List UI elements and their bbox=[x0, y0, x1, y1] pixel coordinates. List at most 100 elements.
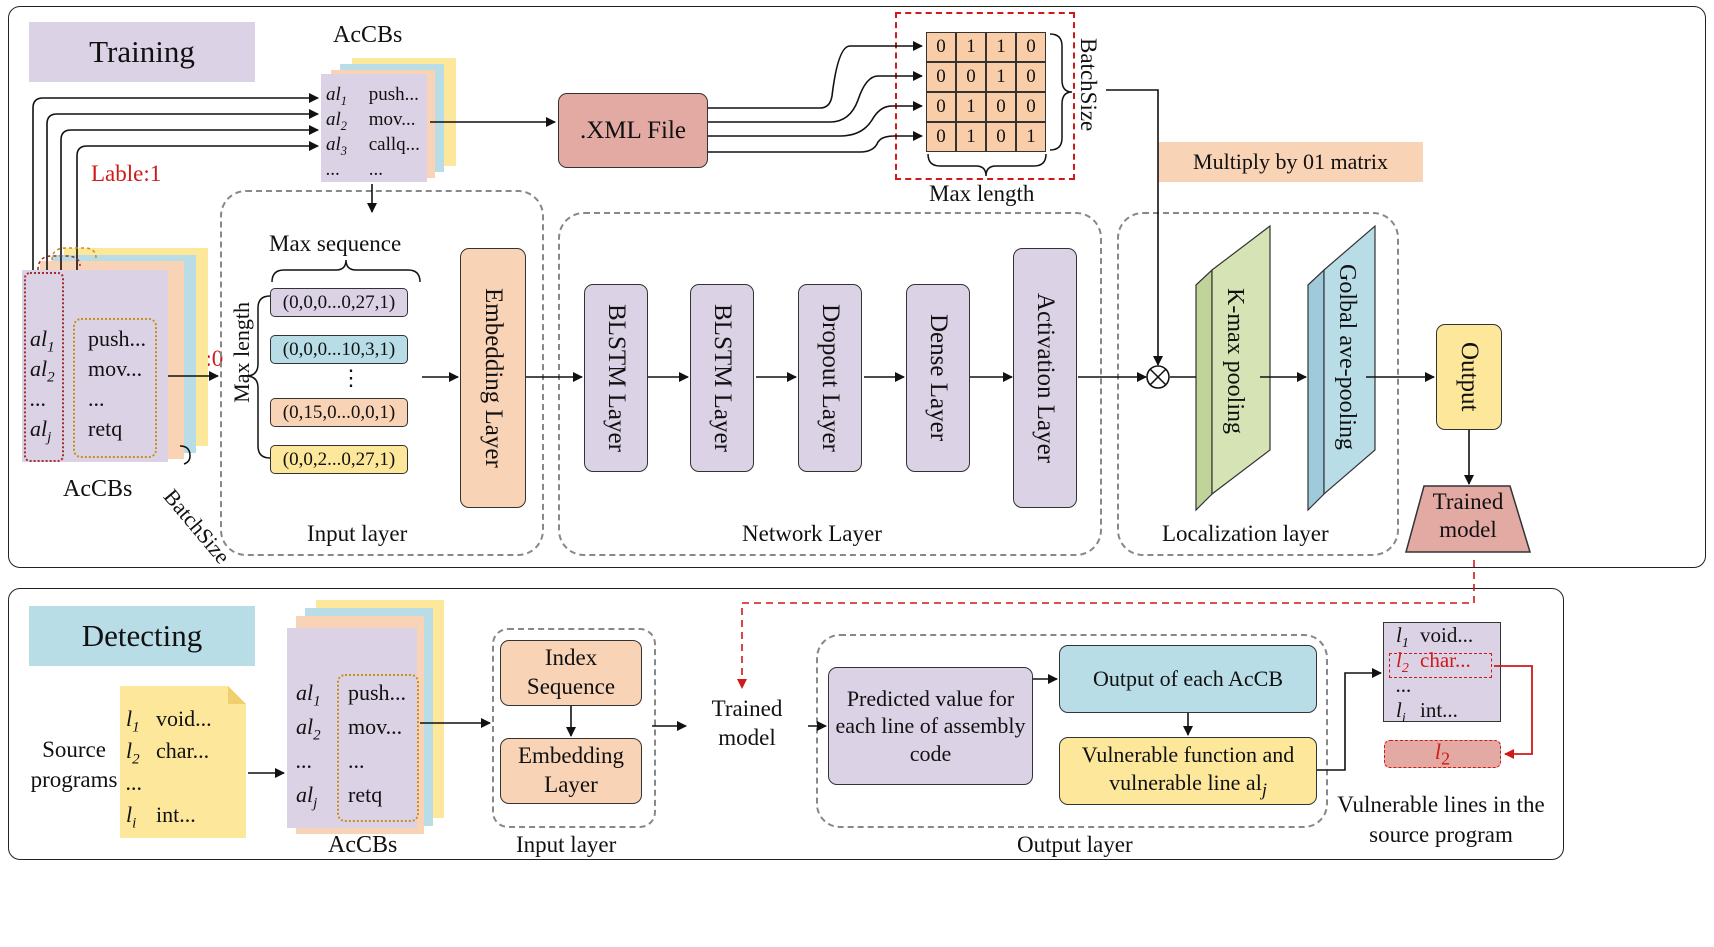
src-sub-3: i bbox=[132, 815, 137, 832]
training-tag: Training bbox=[29, 22, 255, 82]
top-accb-line-3-id: ... bbox=[326, 159, 341, 180]
matrix-cell-1-0: 0 bbox=[926, 62, 956, 92]
matrix-cell-0-2: 1 bbox=[986, 32, 1016, 62]
network-box-3: Dense Layer bbox=[906, 284, 970, 472]
top-accb-line-2: al3 callq... bbox=[326, 134, 420, 159]
matrix-cell-3-3: 1 bbox=[1016, 122, 1046, 152]
top-accbs-title: AcCBs bbox=[333, 22, 403, 48]
top-accb-line-1-code: mov... bbox=[364, 109, 416, 130]
result-id-3: li bbox=[1396, 698, 1406, 727]
source-programs-label: Source programs bbox=[30, 737, 118, 792]
sequence-2: (0,15,0...0,0,1) bbox=[270, 398, 408, 427]
top-accb-line-0-code: push... bbox=[364, 84, 419, 105]
network-layer-label: Network Layer bbox=[742, 521, 882, 546]
det-accb-code-1: mov... bbox=[348, 714, 403, 739]
network-box-1: BLSTM Layer bbox=[690, 284, 754, 472]
left-accb-sub-1: 2 bbox=[47, 369, 55, 386]
network-box-label-0: BLSTM Layer bbox=[603, 304, 630, 452]
sequence-0: (0,0,0...0,27,1) bbox=[270, 288, 408, 317]
embedding-layer-box: Embedding Layer bbox=[460, 248, 526, 508]
det-accb-id-3: alj bbox=[296, 782, 318, 812]
top-accb-line-3-code: ... bbox=[364, 159, 383, 180]
matrix-max-length-label: Max length bbox=[929, 181, 1035, 206]
src-id-0: l1 bbox=[126, 706, 140, 736]
det-accb-sub-0: 1 bbox=[313, 693, 321, 710]
det-output-layer-label: Output layer bbox=[1017, 832, 1133, 857]
det-accb-id-0: al1 bbox=[296, 680, 321, 710]
src-sub-0: 1 bbox=[132, 719, 140, 736]
input-layer-label: Input layer bbox=[307, 521, 408, 546]
output-box: Output bbox=[1436, 324, 1502, 430]
left-accb-code-1: mov... bbox=[88, 356, 143, 381]
matrix-cell-3-1: 1 bbox=[956, 122, 986, 152]
src-code-1: char... bbox=[156, 738, 210, 763]
left-sheet-front bbox=[22, 270, 168, 462]
l2-result-box: l2 bbox=[1384, 739, 1501, 768]
top-accb-line-2-sub: 3 bbox=[340, 143, 347, 158]
det-code-frame bbox=[337, 674, 419, 822]
vulnerable-fn-box: Vulnerable function and vulnerable line … bbox=[1059, 737, 1317, 805]
predicted-box: Predicted value for each line of assembl… bbox=[828, 667, 1033, 785]
left-accb-code-3: retq bbox=[88, 416, 123, 441]
top-accb-line-2-code: callq... bbox=[364, 134, 420, 155]
left-code-column-frame bbox=[73, 318, 157, 458]
matrix-cell-2-2: 0 bbox=[986, 92, 1016, 122]
matrix-cell-0-3: 0 bbox=[1016, 32, 1046, 62]
matrix-cell-2-3: 0 bbox=[1016, 92, 1046, 122]
det-accb-code-2: ... bbox=[348, 748, 365, 773]
network-box-4: Activation Layer bbox=[1013, 248, 1077, 508]
result-id-2: ... bbox=[1396, 673, 1412, 697]
left-accb-id-3: alj bbox=[30, 416, 52, 446]
matrix-cell-0-1: 1 bbox=[956, 32, 986, 62]
det-accbs-title: AcCBs bbox=[328, 832, 398, 858]
result-code-1: char... bbox=[1420, 648, 1471, 672]
network-box-0: BLSTM Layer bbox=[584, 284, 648, 472]
left-accb-id-0: al1 bbox=[30, 326, 55, 356]
sequence-3: (0,0,2...0,27,1) bbox=[270, 445, 408, 474]
top-accb-line-1-sub: 2 bbox=[340, 118, 347, 133]
det-accb-id-1: al2 bbox=[296, 714, 321, 744]
label-1: Lable:1 bbox=[91, 161, 162, 186]
network-box-label-4: Activation Layer bbox=[1032, 292, 1059, 464]
max-length-v-label: Max length bbox=[229, 302, 254, 403]
src-code-3: int... bbox=[156, 802, 196, 827]
src-id-2: ... bbox=[126, 770, 143, 795]
left-accb-id-1: al2 bbox=[30, 356, 55, 386]
detecting-tag: Detecting bbox=[29, 606, 255, 666]
matrix-cell-1-1: 0 bbox=[956, 62, 986, 92]
xml-file-box: .XML File bbox=[558, 93, 708, 168]
network-box-label-1: BLSTM Layer bbox=[709, 304, 736, 452]
det-accb-code-3: retq bbox=[348, 782, 383, 807]
multiply-label: Multiply by 01 matrix bbox=[1158, 142, 1423, 182]
src-id-1: l2 bbox=[126, 738, 140, 768]
det-accb-sub-1: 2 bbox=[313, 727, 321, 744]
top-accb-line-2-id: al3 bbox=[326, 134, 347, 158]
network-box-label-2: Dropout Layer bbox=[817, 304, 844, 452]
matrix-cell-1-2: 1 bbox=[986, 62, 1016, 92]
max-sequence-label: Max sequence bbox=[269, 231, 402, 256]
det-accb-id-2: ... bbox=[296, 748, 313, 773]
left-accb-sub-0: 1 bbox=[47, 339, 55, 356]
network-layer-frame bbox=[558, 212, 1102, 556]
network-box-label-3: Dense Layer bbox=[925, 314, 952, 442]
top-sheet-front bbox=[321, 74, 427, 182]
top-accb-line-0-id: al1 bbox=[326, 84, 347, 108]
top-accb-line-0: al1 push... bbox=[326, 84, 419, 109]
result-code-0: void... bbox=[1420, 623, 1474, 647]
matrix-cell-0-0: 0 bbox=[926, 32, 956, 62]
top-accb-line-1: al2 mov... bbox=[326, 109, 416, 134]
matrix-cell-2-1: 1 bbox=[956, 92, 986, 122]
left-accb-sub-3: j bbox=[47, 429, 52, 446]
src-code-0: void... bbox=[156, 706, 212, 731]
det-sheet-front bbox=[287, 628, 417, 828]
src-sub-1: 2 bbox=[132, 751, 140, 768]
det-accb-code-0: push... bbox=[348, 680, 407, 705]
left-accb-id-2: ... bbox=[30, 386, 47, 411]
kmax-label: K-max pooling bbox=[1222, 288, 1248, 434]
matrix-cell-3-2: 0 bbox=[986, 122, 1016, 152]
golbal-label: Golbal ave-pooling bbox=[1334, 264, 1360, 450]
left-accb-code-2: ... bbox=[88, 386, 105, 411]
top-accb-line-0-sub: 1 bbox=[340, 93, 347, 108]
localization-layer-label: Localization layer bbox=[1162, 521, 1329, 546]
localization-layer-frame bbox=[1117, 212, 1399, 556]
